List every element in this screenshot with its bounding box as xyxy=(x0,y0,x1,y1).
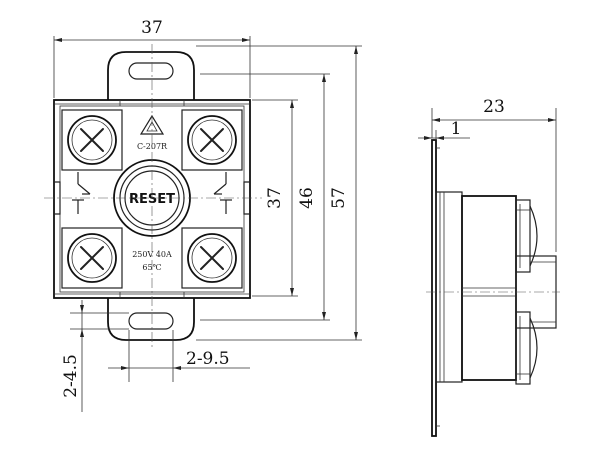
contact-symbol-right xyxy=(213,172,232,214)
dim-height-37: 37 xyxy=(265,187,285,209)
contact-symbol-left xyxy=(72,172,91,214)
mounting-slot-top xyxy=(128,62,174,80)
dim-hole-2-4-5: 2-4.5 xyxy=(61,354,81,398)
rating-label: 250V 40A xyxy=(132,250,172,259)
terminal-screw-top-right xyxy=(187,115,237,165)
mounting-ear-bottom xyxy=(107,298,195,341)
dim-height-57: 57 xyxy=(329,187,349,209)
side-dimensions: 23 1 xyxy=(418,97,557,252)
dim-plate-1: 1 xyxy=(451,119,462,139)
terminal-screw-top-left xyxy=(67,115,117,165)
dim-slot-2-9-5: 2-9.5 xyxy=(186,349,230,369)
dim-depth-23: 23 xyxy=(483,97,505,117)
reset-label: RESET xyxy=(129,192,175,207)
model-label: C-207R xyxy=(137,142,168,151)
front-dimensions: 37 37 46 57 2-9.5 2-4.5 xyxy=(53,18,362,412)
side-view xyxy=(426,139,560,437)
dim-width-37: 37 xyxy=(141,18,163,38)
terminal-screw-bottom-left xyxy=(67,233,117,283)
dim-height-46: 46 xyxy=(297,187,317,209)
mounting-slot-bottom xyxy=(128,312,174,330)
terminal-screw-bottom-right xyxy=(187,233,237,283)
front-view: RESET C-207R 250V 40A 65℃ xyxy=(44,44,262,350)
mounting-plate xyxy=(431,139,437,437)
mounting-ear-top xyxy=(107,51,195,100)
